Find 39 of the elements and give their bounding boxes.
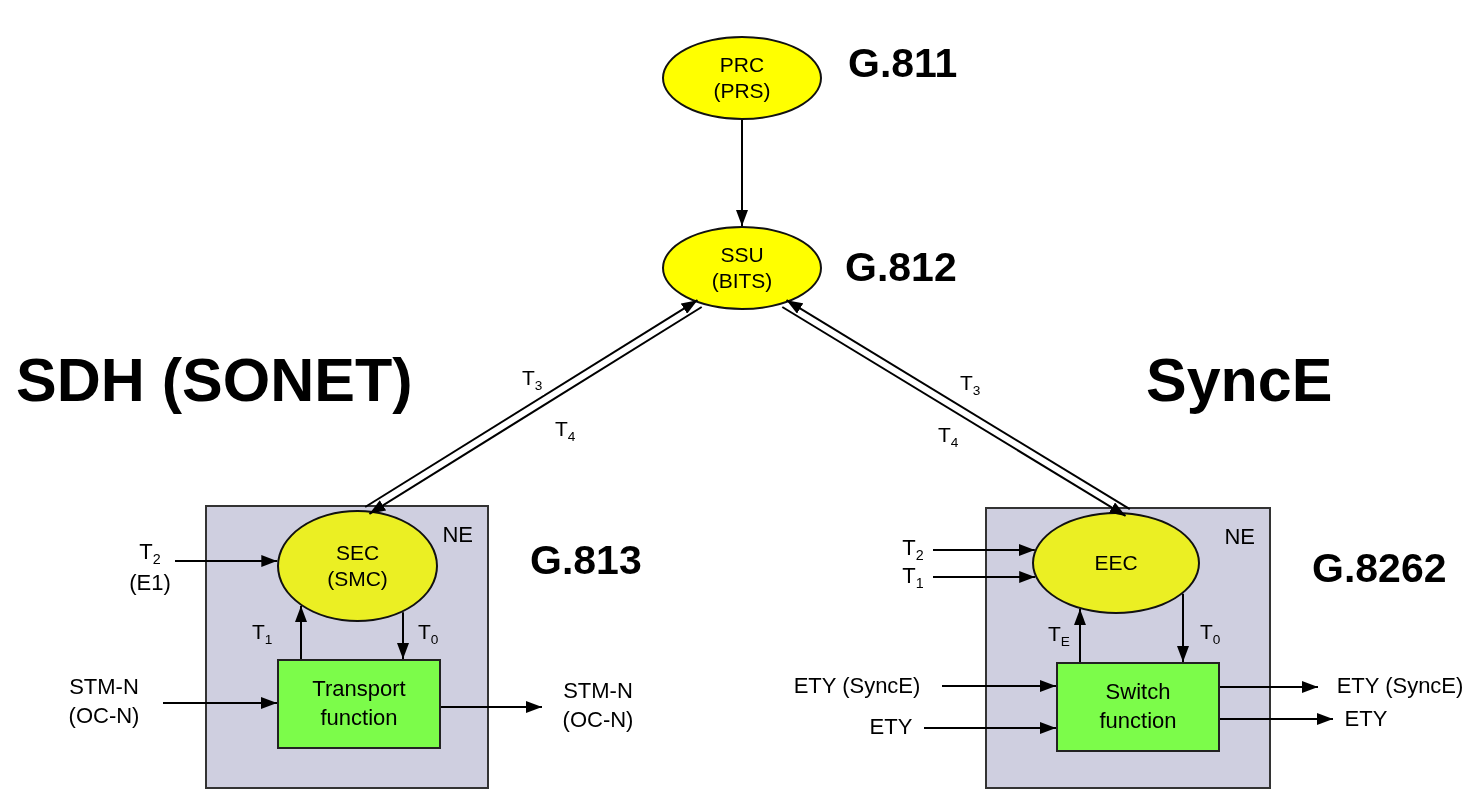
heading: SDH (SONET) [16, 345, 413, 415]
element-label: NE [442, 521, 473, 549]
arrow [736, 119, 748, 227]
arrow [397, 611, 409, 660]
standard-label: G.813 [530, 537, 642, 584]
arrow [1219, 681, 1319, 693]
arrow [923, 722, 1057, 734]
arrow [1177, 592, 1189, 663]
arrow [295, 604, 307, 660]
signal-label: STM-N (OC-N) [561, 677, 635, 734]
function-box [1056, 662, 1220, 752]
signal-label: STM-N (OC-N) [67, 673, 141, 730]
signal-label: ETY [869, 712, 913, 741]
signal-label: ETY (SyncE) [1336, 671, 1464, 700]
element-label: NE [1224, 523, 1255, 551]
node-label: Switch function [1098, 678, 1178, 735]
signal-label: ETY (SyncE) [793, 671, 921, 700]
arrow [941, 680, 1057, 692]
standard-label: G.811 [848, 40, 958, 87]
standard-label: G.812 [845, 244, 957, 291]
node-label: SSU (BITS) [710, 241, 774, 294]
heading: SyncE [1146, 345, 1333, 415]
arrow [932, 571, 1037, 583]
node-label: PRC (PRS) [712, 51, 772, 104]
node-label: SEC (SMC) [326, 539, 389, 592]
network-element-box [205, 505, 489, 789]
arrow [162, 697, 278, 709]
node-label: EEC [1094, 549, 1138, 576]
signal-label: T$_{2}$ (E1) [128, 538, 172, 598]
node-label: Transport function [311, 675, 407, 732]
signal-label: ETY [1344, 704, 1388, 733]
arrow [1219, 713, 1334, 725]
arrow [1074, 608, 1086, 663]
function-box [277, 659, 441, 749]
standard-label: G.8262 [1312, 545, 1447, 592]
network-element-box [985, 507, 1271, 789]
arrow [174, 555, 279, 567]
arrow [932, 544, 1036, 556]
arrow [440, 701, 543, 713]
